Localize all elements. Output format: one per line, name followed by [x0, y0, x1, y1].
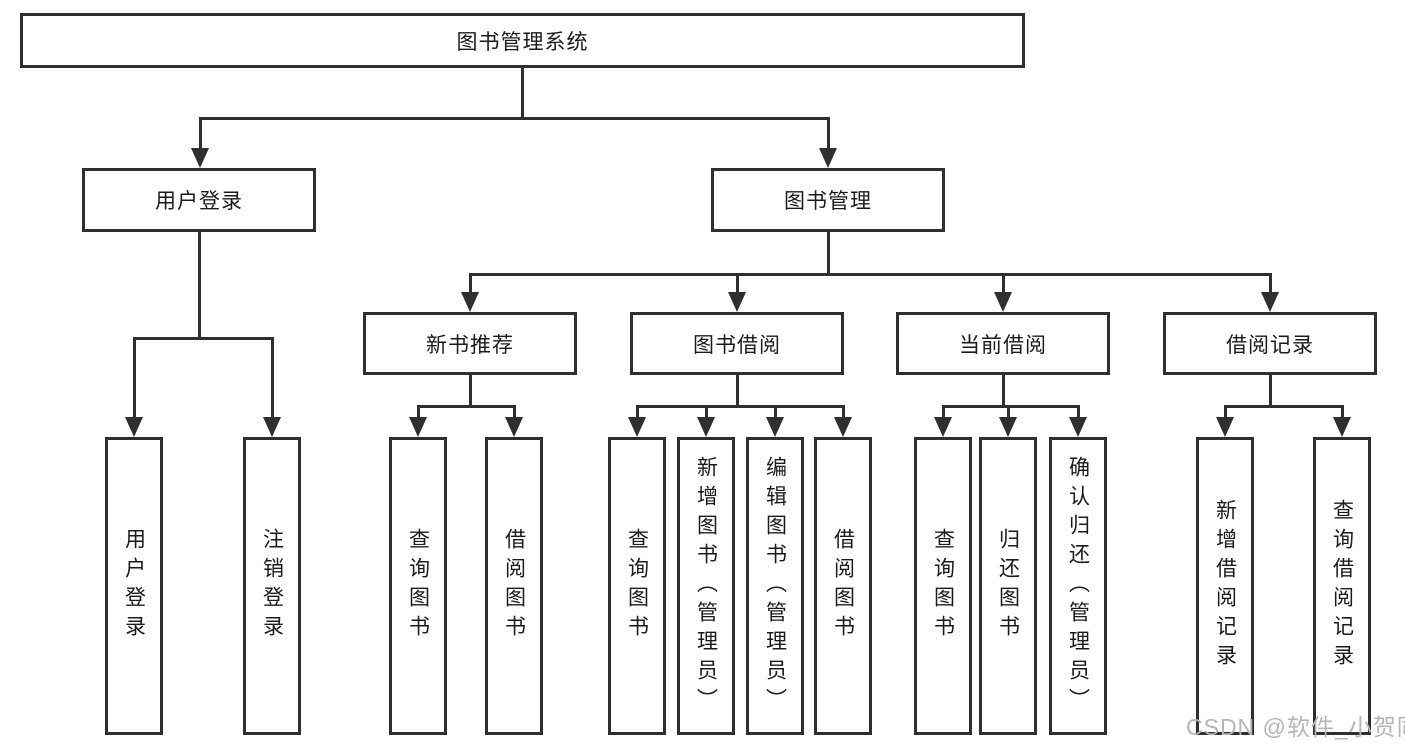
arrow-down-icon — [1069, 417, 1087, 437]
leaf-nbr-borrow-books-label: 借阅图书 — [502, 528, 526, 644]
connector-stem — [1224, 405, 1227, 419]
arrow-down-icon — [505, 417, 523, 437]
leaf-br-query-record-label: 查询借阅记录 — [1330, 499, 1354, 673]
node-root-label: 图书管理系统 — [456, 30, 589, 54]
leaf-cb-return-books: 归还图书 — [979, 437, 1037, 735]
connector-current-borrow-vertical — [1002, 375, 1005, 407]
connector-stem — [1007, 405, 1010, 419]
leaf-cb-query-books: 查询图书 — [914, 437, 972, 735]
leaf-bb-borrow-books-label: 借阅图书 — [831, 528, 855, 644]
connector-book-mgmt-vertical — [827, 232, 830, 275]
node-book-mgmt-label: 图书管理 — [784, 190, 872, 213]
leaf-bb-add-books-admin: 新增图书（管理员） — [677, 437, 735, 735]
arrow-down-icon — [728, 292, 746, 312]
leaf-bb-borrow-books: 借阅图书 — [814, 437, 872, 735]
connector-stem — [1341, 405, 1344, 419]
leaf-br-query-record: 查询借阅记录 — [1313, 437, 1371, 735]
node-user-login-label: 用户登录 — [155, 190, 243, 213]
connector-stem — [513, 405, 516, 419]
leaf-cb-return-books-label: 归还图书 — [996, 528, 1020, 644]
connector-stem-book-mgmt — [827, 117, 830, 150]
arrow-down-icon — [461, 292, 479, 312]
connector-stem — [774, 405, 777, 419]
connector-stem-user-login — [199, 117, 202, 150]
arrow-down-icon — [125, 417, 143, 437]
connector-stem — [1077, 405, 1080, 419]
arrow-down-icon — [628, 417, 646, 437]
node-borrow-record: 借阅记录 — [1163, 312, 1377, 375]
leaf-br-add-record-label: 新增借阅记录 — [1213, 499, 1237, 673]
leaf-logout-label: 注销登录 — [260, 528, 284, 644]
arrow-down-icon — [409, 417, 427, 437]
node-new-book-rec: 新书推荐 — [363, 312, 577, 375]
connector-new-book-rec-horizontal — [417, 405, 516, 408]
node-user-login: 用户登录 — [82, 168, 316, 232]
connector-stem — [636, 405, 639, 419]
arrow-down-icon — [697, 417, 715, 437]
connector-root-vertical — [521, 68, 524, 119]
connector-current-borrow-horizontal — [942, 405, 1080, 408]
arrow-down-icon — [766, 417, 784, 437]
arrow-down-icon — [263, 417, 281, 437]
node-current-borrow-label: 当前借阅 — [959, 333, 1047, 357]
connector-book-mgmt-horizontal — [469, 273, 1271, 276]
connector-borrow-record-vertical — [1269, 375, 1272, 407]
arrow-down-icon — [834, 417, 852, 437]
connector-stem-leaf-logout — [271, 337, 274, 419]
leaf-bb-query-books: 查询图书 — [608, 437, 666, 735]
connector-stem — [942, 405, 945, 419]
connector-stem — [705, 405, 708, 419]
watermark: CSDN @软件_小贺同学 — [1186, 714, 1405, 740]
connector-book-borrow-vertical — [736, 375, 739, 407]
arrow-down-icon — [999, 417, 1017, 437]
leaf-cb-confirm-return-admin-label: 确认归还（管理员） — [1066, 455, 1090, 717]
connector-book-borrow-horizontal — [636, 405, 845, 408]
leaf-bb-query-books-label: 查询图书 — [625, 528, 649, 644]
connector-borrow-record-horizontal — [1224, 405, 1344, 408]
leaf-nbr-query-books: 查询图书 — [389, 437, 447, 735]
node-book-borrow-label: 图书借阅 — [693, 333, 781, 357]
leaf-br-add-record: 新增借阅记录 — [1196, 437, 1254, 735]
leaf-bb-add-books-admin-label: 新增图书（管理员） — [694, 455, 718, 717]
connector-stem-new-book-rec — [469, 273, 472, 294]
leaf-user-login-label: 用户登录 — [122, 528, 146, 644]
arrow-down-icon — [191, 148, 209, 168]
node-borrow-record-label: 借阅记录 — [1226, 333, 1314, 357]
arrow-down-icon — [994, 292, 1012, 312]
connector-stem-current-borrow — [1002, 273, 1005, 294]
node-new-book-rec-label: 新书推荐 — [426, 333, 514, 357]
leaf-bb-edit-books-admin: 编辑图书（管理员） — [746, 437, 804, 735]
node-root: 图书管理系统 — [20, 13, 1025, 68]
connector-stem-borrow-record — [1269, 273, 1272, 294]
arrow-down-icon — [934, 417, 952, 437]
arrow-down-icon — [1216, 417, 1234, 437]
leaf-user-login: 用户登录 — [105, 437, 163, 735]
connector-stem — [417, 405, 420, 419]
connector-new-book-rec-vertical — [469, 375, 472, 407]
leaf-logout: 注销登录 — [243, 437, 301, 735]
leaf-nbr-borrow-books: 借阅图书 — [485, 437, 543, 735]
connector-user-login-vertical — [198, 232, 201, 339]
leaf-cb-confirm-return-admin: 确认归还（管理员） — [1049, 437, 1107, 735]
node-book-mgmt: 图书管理 — [711, 168, 945, 232]
leaf-bb-edit-books-admin-label: 编辑图书（管理员） — [763, 455, 787, 717]
node-book-borrow: 图书借阅 — [630, 312, 844, 375]
node-current-borrow: 当前借阅 — [896, 312, 1110, 375]
connector-root-horizontal — [199, 117, 830, 120]
connector-user-login-horizontal — [133, 337, 274, 340]
arrow-down-icon — [1261, 292, 1279, 312]
leaf-cb-query-books-label: 查询图书 — [931, 528, 955, 644]
connector-stem-leaf-user-login — [133, 337, 136, 419]
arrow-down-icon — [1333, 417, 1351, 437]
leaf-nbr-query-books-label: 查询图书 — [406, 528, 430, 644]
arrow-down-icon — [819, 148, 837, 168]
connector-stem — [842, 405, 845, 419]
connector-stem-book-borrow — [736, 273, 739, 294]
